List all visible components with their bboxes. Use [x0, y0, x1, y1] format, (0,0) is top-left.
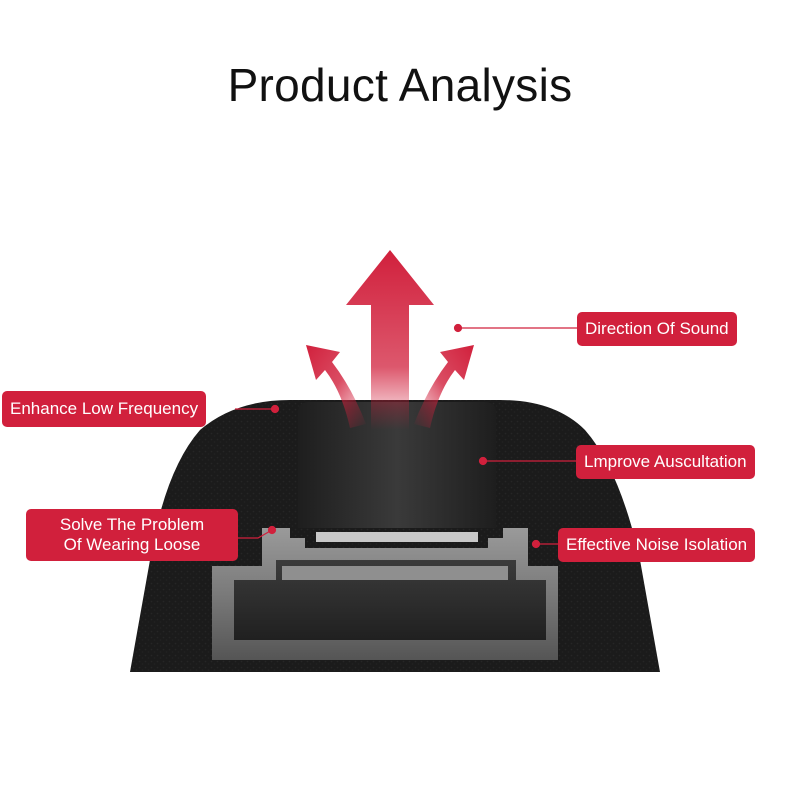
- dot-enhance-low-frequency: [270, 404, 280, 414]
- cavity-highlight: [282, 566, 508, 580]
- dot-improve-auscultation: [478, 456, 488, 466]
- sound-bore: [298, 402, 496, 528]
- right-sound-arrow: [414, 345, 474, 428]
- dot-direction-of-sound: [453, 323, 463, 333]
- callout-noise-isolation-text: Effective Noise Isolation: [566, 535, 748, 554]
- callout-improve-auscultation: Lmprove Auscultation: [576, 445, 755, 479]
- callout-enhance-low-frequency-text: Enhance Low Frequency: [10, 399, 199, 418]
- callout-enhance-low-frequency: Enhance Low Frequency: [2, 391, 207, 427]
- top-grille: [316, 532, 478, 542]
- dot-noise-isolation: [531, 539, 541, 549]
- leader-lines: [235, 323, 578, 549]
- leader-solve-problem: [238, 529, 273, 539]
- callout-solve-problem-line1: Solve The Problem: [59, 515, 205, 534]
- callout-improve-auscultation-text: Lmprove Auscultation: [584, 452, 747, 471]
- dot-solve-problem: [267, 525, 277, 535]
- callout-solve-problem-line2: Of Wearing Loose: [63, 535, 201, 554]
- callout-direction-of-sound: Direction Of Sound: [577, 312, 737, 346]
- main-sound-arrow: [346, 250, 434, 430]
- page-title: Product Analysis: [227, 59, 573, 111]
- callout-noise-isolation: Effective Noise Isolation: [558, 528, 756, 562]
- callout-direction-of-sound-text: Direction Of Sound: [585, 319, 729, 338]
- callout-solve-problem: Solve The Problem Of Wearing Loose: [26, 509, 238, 561]
- left-sound-arrow: [306, 345, 366, 428]
